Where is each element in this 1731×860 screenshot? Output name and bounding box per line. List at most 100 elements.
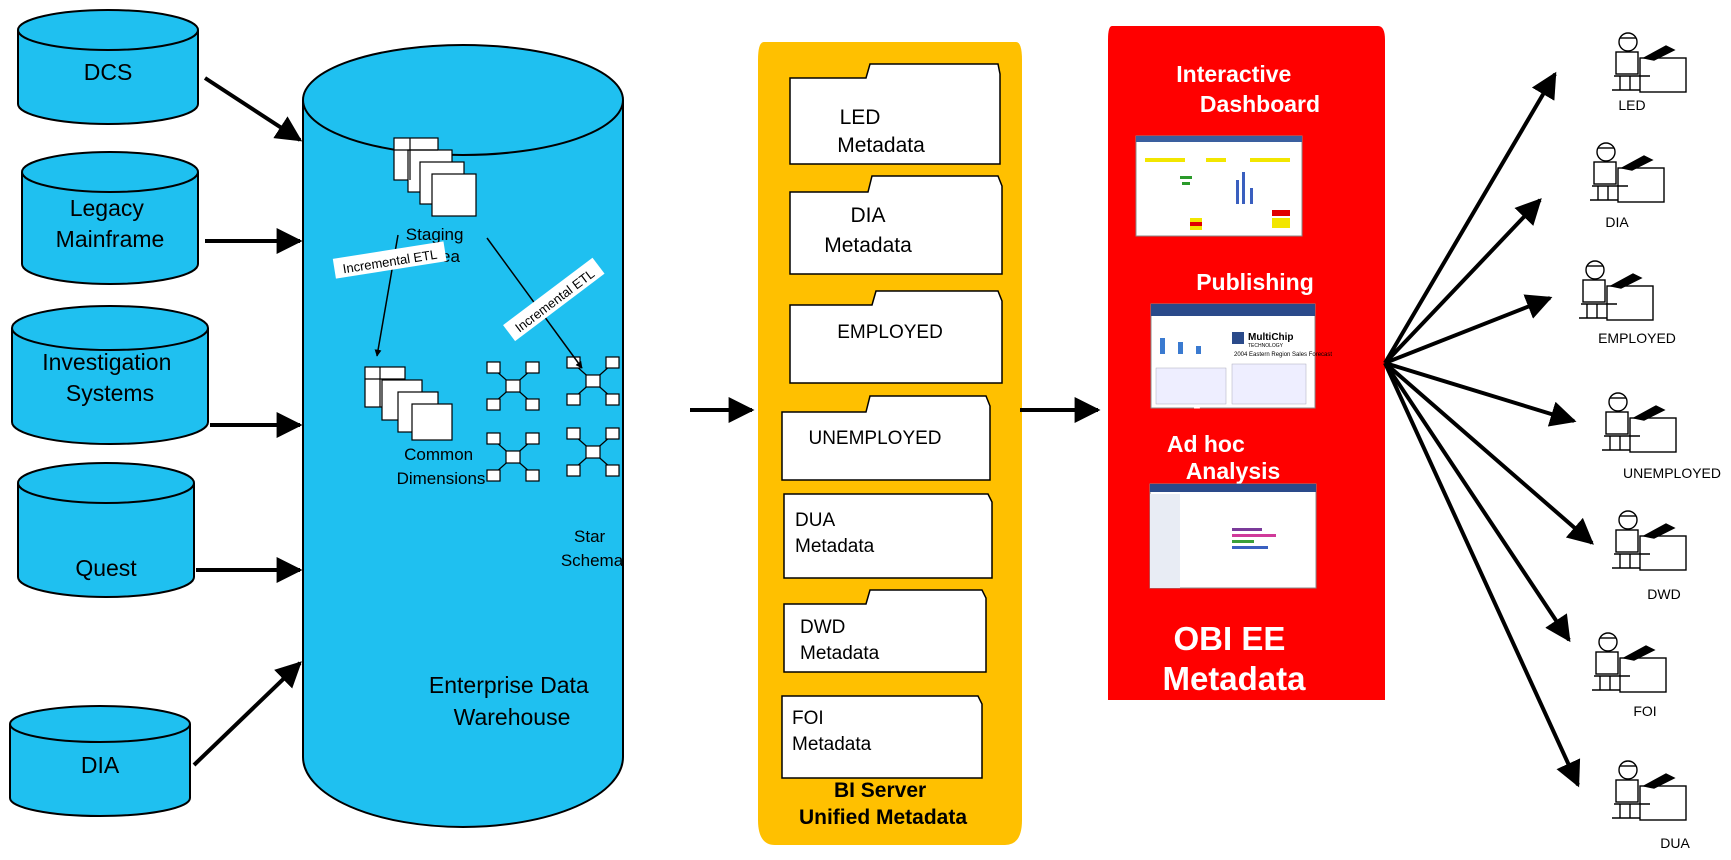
obiee-panel: Interactive Dashboard Publishing (1108, 26, 1385, 700)
common-dimensions-tables-icon (364, 366, 453, 441)
title-line: BI Server (834, 779, 926, 802)
label-line: Schema (561, 551, 624, 570)
source-label-line: Systems (66, 380, 154, 406)
label-line: Metadata (837, 134, 925, 157)
user-workstation-icon (1602, 392, 1677, 453)
arrow (192, 661, 302, 767)
ad-hoc-analysis-label: Ad hoc Analysis (1167, 431, 1280, 484)
label-line: Interactive (1176, 61, 1291, 87)
user-label: FOI (1633, 703, 1656, 719)
label-line: Analysis (1186, 458, 1281, 484)
user-label: DUA (1660, 835, 1690, 851)
arrow (1383, 71, 1557, 365)
label-line: LED (840, 106, 881, 129)
enterprise-data-warehouse-cylinder: Enterprise Data Warehouse (302, 44, 624, 828)
folder-label: UNEMPLOYED (808, 428, 941, 449)
folder-dia-metadata: DIA Metadata (789, 175, 1003, 275)
title-line: Unified Metadata (799, 806, 967, 829)
label-line: DUA (795, 510, 835, 531)
label-line: Star (574, 527, 606, 546)
label-line: Ad hoc (1167, 431, 1245, 457)
source-arrows (192, 76, 303, 767)
user-workstation-icon (1579, 260, 1654, 321)
arrow (1383, 198, 1542, 365)
label-line: DWD (800, 617, 845, 638)
folder-dwd-metadata: DWD Metadata (783, 589, 987, 673)
user-label: UNEMPLOYED (1623, 465, 1721, 481)
user-workstation-icon (1590, 142, 1665, 203)
folder-foi-metadata: FOI Metadata (781, 695, 983, 779)
folder-label: DIA Metadata (824, 204, 912, 257)
report-brand-sub: TECHNOLOGY (1248, 343, 1284, 349)
metadata-folders: LED Metadata DIA Metadata EMPLOYED UNEMPLO… (781, 63, 1003, 779)
source-quest-cylinder: Quest (17, 462, 195, 598)
users: LED DIA EMPLOYED UNEMPLOYED DWD FOI DUA (1579, 32, 1721, 851)
report-title: 2004 Eastern Region Sales Forecast (1234, 352, 1332, 358)
folder-label: FOI Metadata (792, 708, 872, 755)
common-dimensions-label: Common Dimensions (397, 445, 486, 488)
source-investigation-systems-cylinder: Investigation Systems (11, 305, 209, 445)
folder-led-metadata: LED Metadata (789, 63, 1001, 165)
arrow (1384, 361, 1577, 427)
folder-label: DWD Metadata (800, 617, 880, 664)
source-dcs-cylinder: DCS (17, 9, 199, 125)
user-label: EMPLOYED (1598, 330, 1676, 346)
source-legacy-mainframe-cylinder: Legacy Mainframe (21, 151, 199, 285)
source-label-line: Mainframe (56, 226, 165, 252)
arrow (203, 76, 303, 142)
source-label-line: Investigation (42, 349, 171, 375)
arrow (1383, 362, 1581, 788)
user-arrows (1383, 71, 1594, 788)
source-label: Quest (75, 555, 137, 581)
publishing-thumbnail: MultiChip TECHNOLOGY 2004 Eastern Region… (1150, 303, 1332, 409)
publishing-label: Publishing (1196, 269, 1314, 295)
folder-unemployed: UNEMPLOYED (781, 395, 991, 481)
warehouse-title-line: Enterprise Data (429, 672, 589, 698)
folder-label: LED Metadata (837, 106, 925, 157)
label-line: Metadata (824, 234, 912, 257)
source-label: DIA (81, 752, 120, 778)
user-workstation-icon (1592, 632, 1667, 693)
report-brand: MultiChip (1248, 332, 1294, 343)
staging-area-tables-icon (393, 137, 477, 217)
user-label: DWD (1647, 586, 1680, 602)
label-line: Metadata (800, 643, 880, 664)
arrow (1383, 361, 1571, 643)
star-schema-label: Star Schema (561, 527, 624, 570)
source-label: Legacy Mainframe (56, 195, 165, 252)
interactive-dashboard-label: Interactive Dashboard (1176, 61, 1320, 117)
warehouse-title-line: Warehouse (454, 704, 571, 730)
arrow (1383, 361, 1594, 545)
bi-server-title: BI Server Unified Metadata (799, 779, 967, 829)
folder-dua-metadata: DUA Metadata (783, 493, 993, 579)
folder-label: EMPLOYED (837, 322, 943, 343)
folder-employed: EMPLOYED (789, 290, 1003, 384)
star-schema-icon (486, 356, 620, 482)
title-line: OBI EE (1173, 620, 1285, 657)
arrow (1384, 294, 1553, 365)
label-line: Dashboard (1200, 91, 1320, 117)
label-line: Metadata (795, 536, 875, 557)
source-label: DCS (84, 59, 133, 85)
folder-label: DUA Metadata (795, 510, 875, 557)
label-line: Staging (406, 225, 464, 244)
source-label: Investigation Systems (42, 349, 178, 406)
source-dia-cylinder: DIA (9, 705, 191, 817)
dashboard-thumbnail (1135, 135, 1303, 237)
source-label-line: Legacy (70, 195, 145, 221)
label-line: Dimensions (397, 469, 486, 488)
label-line: DIA (850, 204, 885, 227)
title-line: Metadata (1162, 660, 1306, 697)
warehouse-title: Enterprise Data Warehouse (429, 672, 595, 730)
label-line: Metadata (792, 734, 872, 755)
dash-label: - (1193, 392, 1201, 418)
user-label: LED (1618, 97, 1645, 113)
label-line: FOI (792, 708, 824, 729)
user-workstation-icon (1612, 32, 1687, 93)
label-line: Common (404, 445, 473, 464)
obiee-title: OBI EE Metadata (1162, 620, 1306, 697)
ad-hoc-thumbnail (1149, 483, 1317, 589)
user-label: DIA (1605, 214, 1629, 230)
user-workstation-icon (1612, 760, 1687, 821)
